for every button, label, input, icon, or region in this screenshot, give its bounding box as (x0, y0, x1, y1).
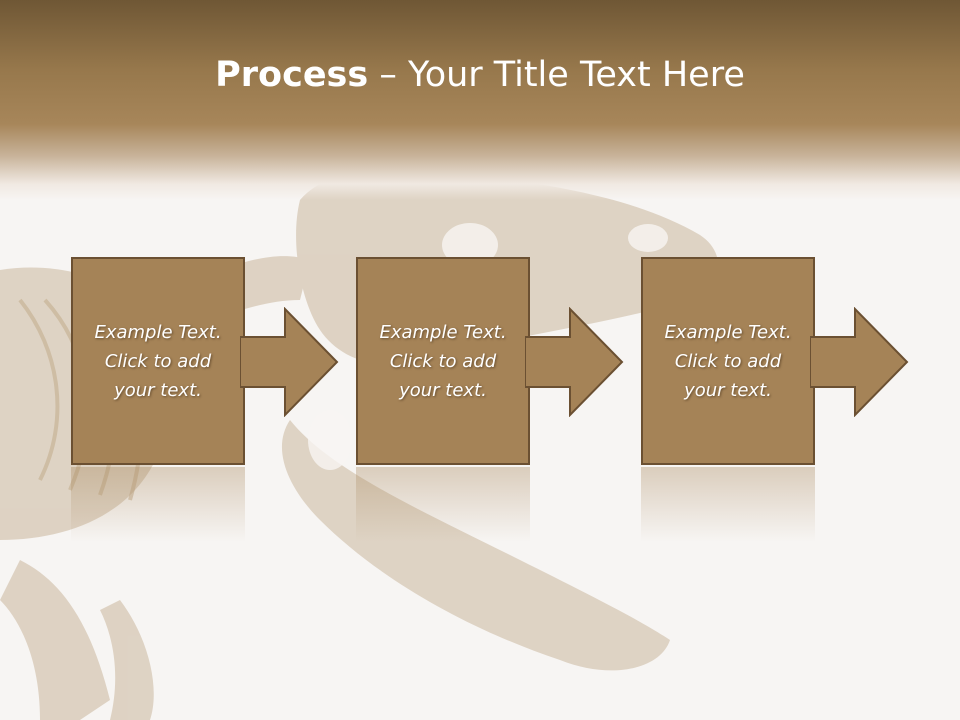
step-1-reflection (71, 467, 245, 542)
step-1-box[interactable]: Example Text. Click to add your text. (71, 257, 245, 465)
step-2-text: Example Text. Click to add your text. (379, 321, 507, 401)
step-1-arrow-icon (240, 307, 339, 417)
step-3-reflection (641, 467, 815, 542)
step-3-arrow-icon (810, 307, 909, 417)
step-1-text: Example Text. Click to add your text. (94, 321, 222, 401)
slide-title[interactable]: Process – Your Title Text Here (0, 52, 960, 98)
step-2-box[interactable]: Example Text. Click to add your text. (356, 257, 530, 465)
title-banner (0, 0, 960, 200)
title-bold: Process (215, 55, 369, 95)
step-2-arrow-icon (525, 307, 624, 417)
step-2-reflection (356, 467, 530, 542)
title-rest: – Your Title Text Here (368, 55, 745, 95)
step-3-box[interactable]: Example Text. Click to add your text. (641, 257, 815, 465)
step-3-text: Example Text. Click to add your text. (664, 321, 792, 401)
